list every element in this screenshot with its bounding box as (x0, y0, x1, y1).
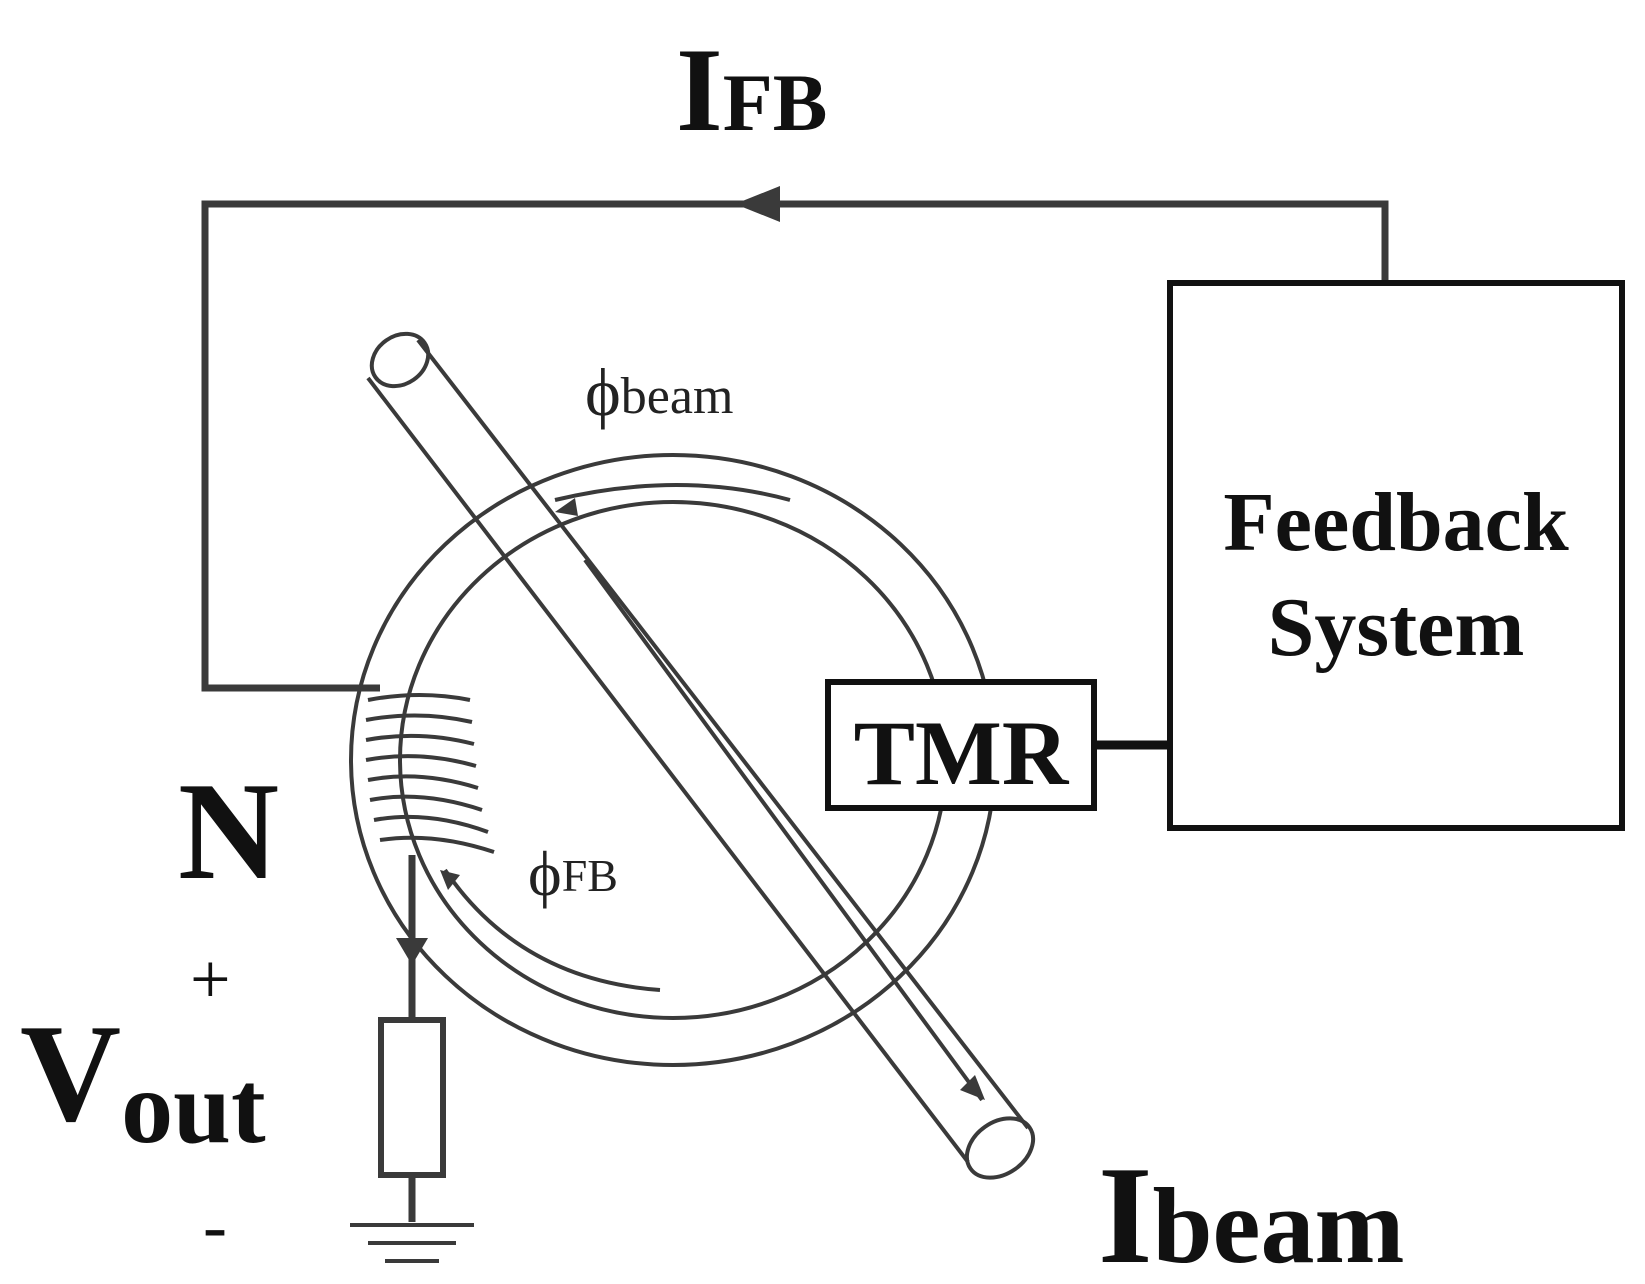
winding-coil (365, 693, 495, 854)
turns-label: N (178, 754, 279, 909)
plus-sign: + (190, 939, 231, 1019)
fb-flux-label: ϕFB (528, 838, 618, 909)
feedback-system-label-line1: Feedback (1223, 476, 1569, 569)
output-current-arrow (396, 938, 428, 965)
minus-sign: - (203, 1186, 227, 1266)
ground-icon (350, 1223, 474, 1263)
beam-current-arrow (960, 1075, 985, 1100)
flux-beam-arrow (554, 483, 791, 516)
feedback-current-wire (201, 186, 1389, 692)
flux-fb-arrow (440, 868, 661, 992)
output-wire (396, 855, 428, 1020)
load-resistor (378, 1017, 446, 1178)
beam-pipe-top-end (369, 331, 431, 389)
tmr-label: TMR (854, 702, 1070, 804)
feedback-system-label-line2: System (1268, 581, 1525, 674)
beam-pipe-bottom-end (964, 1116, 1036, 1180)
beam-current-label: Ibeam (1098, 1138, 1404, 1284)
feedback-current-label: IFB (676, 23, 828, 156)
beam-flux-label: ϕbeam (585, 354, 733, 430)
feedback-system-box (1167, 280, 1625, 831)
output-voltage-label: Vout (20, 996, 266, 1165)
beam-pipe (366, 331, 1036, 1180)
feedback-current-arrow (735, 186, 780, 222)
